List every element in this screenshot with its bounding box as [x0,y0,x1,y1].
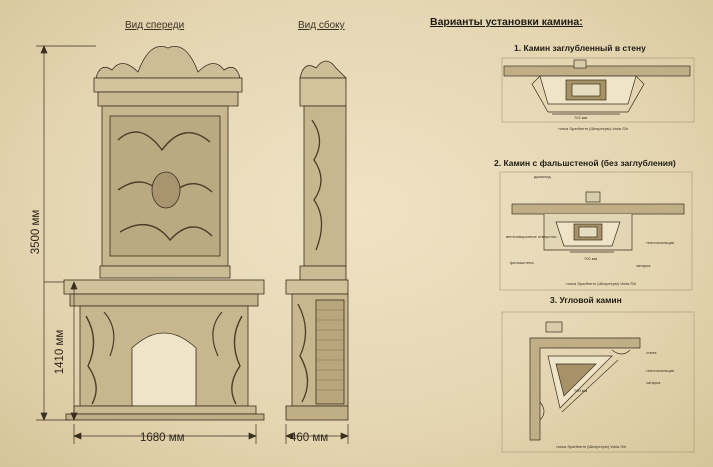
height-lower-label: 1410 мм [54,329,66,375]
option-3-title: 3. Угловой камин [550,295,622,305]
height-total-label: 3500 мм [30,209,42,255]
side-view-title: Вид сбоку [298,20,345,31]
option-3-firebox-label: топка Spartherm (Шпартерм) Varia S/h [556,444,627,449]
side-view-drawing [285,60,349,421]
depth-side-label: 460 мм [290,432,329,444]
option-2-title: 2. Камин с фальшстеной (без заглубления) [494,158,676,168]
option-3-insulation-label: теплоизоляция [646,368,675,373]
install-options-title: Варианты установки камина: [430,16,583,28]
front-view-drawing [63,46,265,421]
option-1-firebox-label: топка Spartherm (Шпартерм) Varia S/h [558,126,629,131]
option-2-screed-label: затирка [636,263,651,268]
option-2-firebox-label: топка Spartherm (Шпартерм) Varia S/h [566,281,637,286]
option-3-diagram [501,311,695,453]
option-1-width-label: 702 мм [574,115,588,120]
option-2-diagram [499,171,693,291]
option-2-insulation-label: теплоизоляция [646,240,675,245]
option-3-screed-label: затирка [646,380,661,385]
option-1-diagram [501,57,695,123]
option-1-title: 1. Камин заглубленный в стену [514,43,646,53]
option-2-width-label: 700 мм [584,256,598,261]
option-2-chimney-label: дымоход [534,174,551,179]
dimension-lines [36,45,349,444]
option-3-width-label: 700 мм [574,388,588,393]
front-view-title: Вид спереди [125,20,185,31]
option-3-wall-label: стена [646,350,657,355]
option-2-false-wall-label: фальшстена [510,260,534,265]
width-front-label: 1680 мм [140,432,185,444]
option-2-vent-label: вентиляционное отверстие [506,234,557,239]
